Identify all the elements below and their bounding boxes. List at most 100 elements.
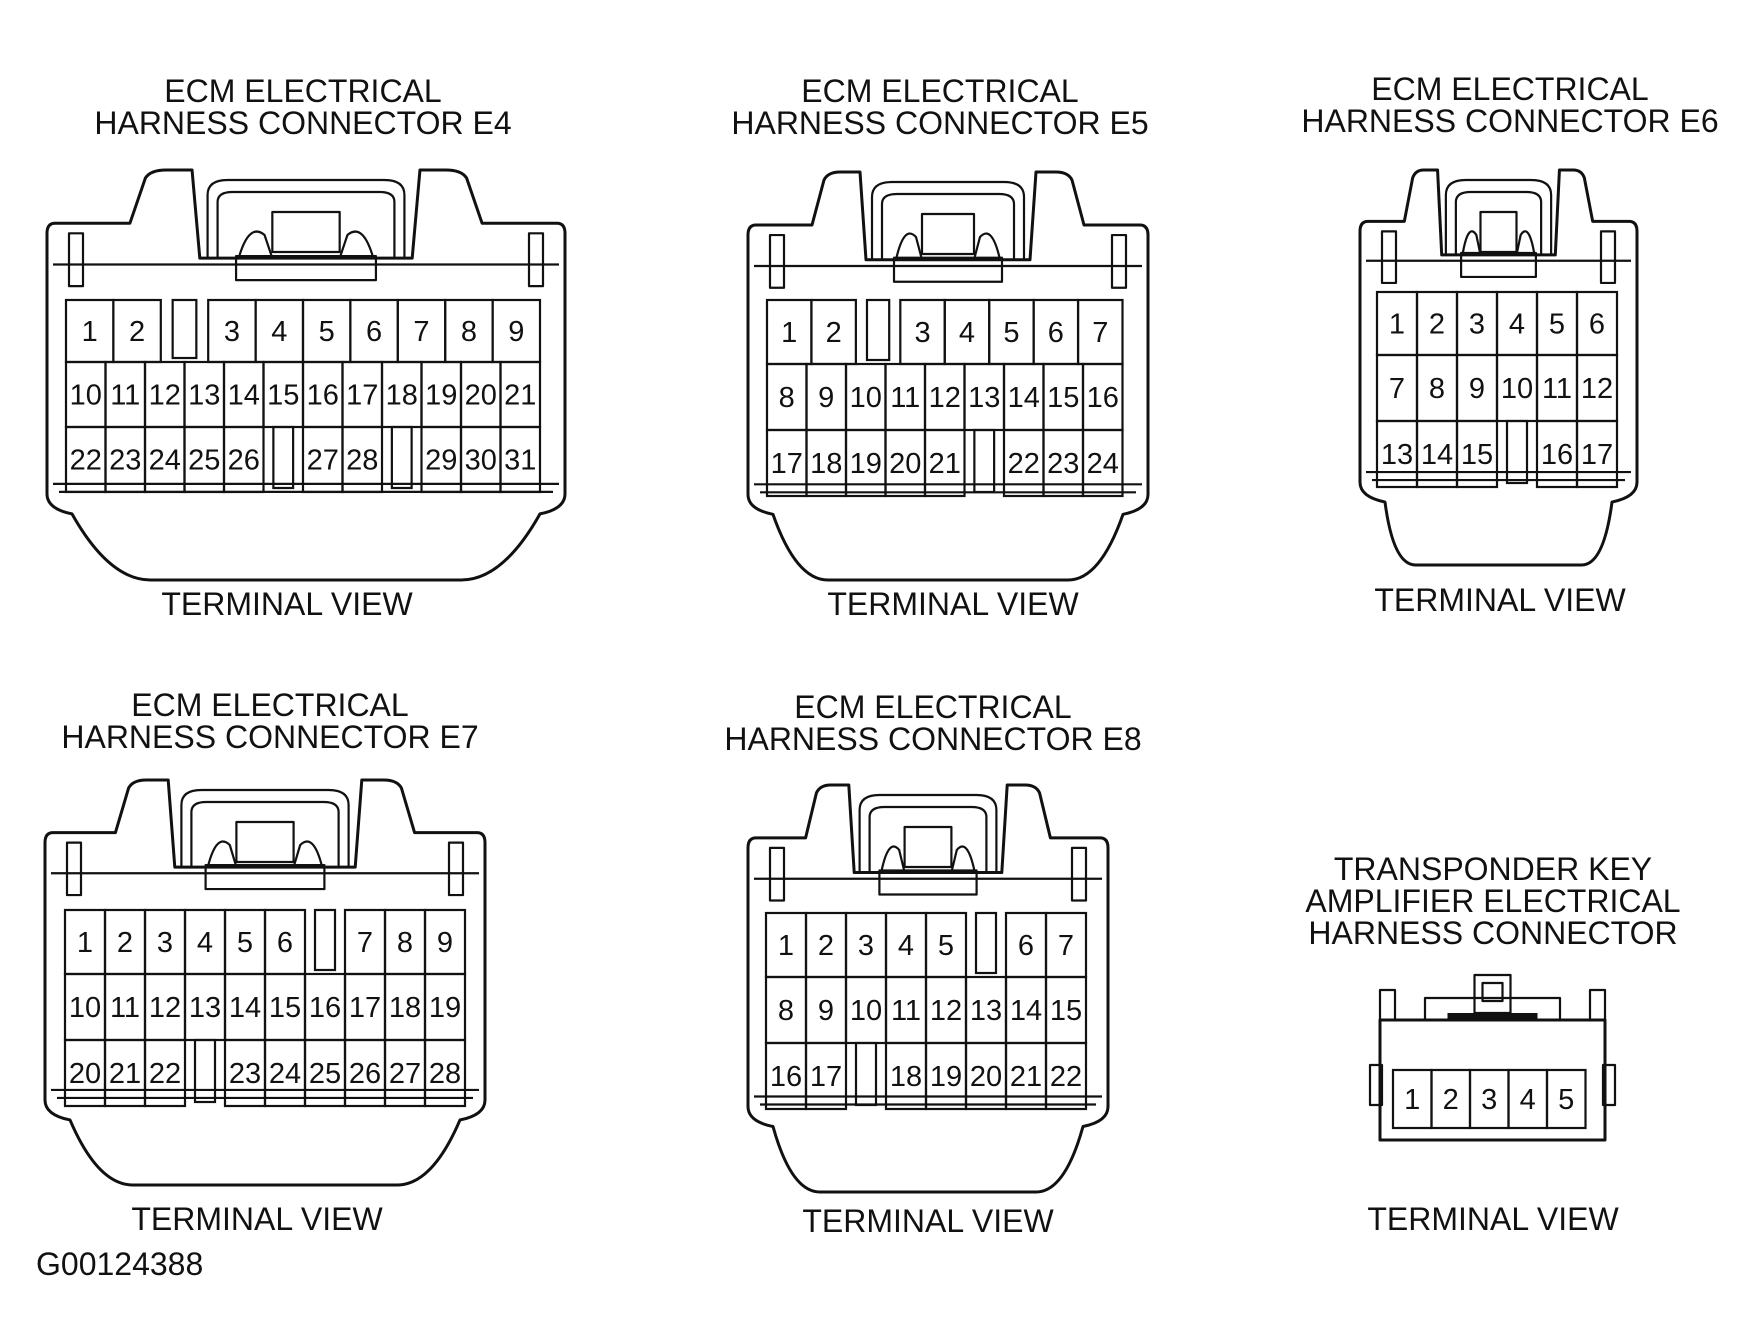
terminal-number: 19 bbox=[425, 380, 457, 412]
terminal-number: 7 bbox=[357, 927, 373, 959]
keyway-slot bbox=[973, 428, 996, 494]
terminal-number: 3 bbox=[858, 930, 874, 962]
key-bar bbox=[204, 863, 326, 891]
terminal-number: 5 bbox=[1558, 1084, 1574, 1116]
terminal-number: 3 bbox=[1469, 309, 1485, 341]
terminal-number: 4 bbox=[898, 930, 914, 962]
latch-housing bbox=[858, 793, 998, 873]
connector-body-outline bbox=[1358, 168, 1639, 567]
lock-tab bbox=[271, 210, 341, 254]
terminal-number: 15 bbox=[267, 380, 299, 412]
terminal-cell bbox=[1575, 419, 1619, 489]
connector-title-line: ECM ELECTRICAL bbox=[164, 73, 441, 109]
terminal-number: 15 bbox=[1461, 439, 1493, 471]
terminal-number: 14 bbox=[1421, 439, 1453, 471]
terminal-number: 22 bbox=[1050, 1061, 1082, 1093]
terminal-view-label: TERMINAL VIEW bbox=[131, 1201, 383, 1237]
terminal-number: 17 bbox=[810, 1061, 842, 1093]
terminal-number: 2 bbox=[1443, 1084, 1459, 1116]
terminal-number: 17 bbox=[346, 380, 378, 412]
keyway-slot bbox=[272, 425, 295, 490]
terminal-number: 11 bbox=[110, 380, 140, 412]
latch-housing bbox=[206, 178, 406, 259]
terminal-number: 12 bbox=[930, 995, 962, 1027]
terminal-number: 20 bbox=[69, 1058, 101, 1090]
terminal-number: 5 bbox=[1549, 309, 1565, 341]
terminal-number: 12 bbox=[929, 382, 961, 414]
terminal-number: 21 bbox=[1010, 1061, 1042, 1093]
terminal-number: 16 bbox=[1087, 382, 1119, 414]
terminal-number: 9 bbox=[818, 382, 834, 414]
connector-title-line: AMPLIFIER ELECTRICAL bbox=[1305, 883, 1680, 919]
connector-title-line: HARNESS CONNECTOR E4 bbox=[94, 105, 511, 141]
terminal-number: 10 bbox=[1501, 373, 1533, 405]
terminal-number: 26 bbox=[349, 1058, 381, 1090]
terminal-number: 14 bbox=[228, 380, 260, 412]
terminal-number: 1 bbox=[781, 317, 797, 349]
terminal-number: 20 bbox=[465, 380, 497, 412]
terminal-number: 19 bbox=[850, 448, 882, 480]
latch-inner bbox=[868, 805, 988, 873]
connector-title-line: HARNESS CONNECTOR E6 bbox=[1301, 103, 1718, 139]
terminal-number: 13 bbox=[968, 382, 1000, 414]
keyway-slot bbox=[1505, 419, 1529, 485]
terminal-number: 2 bbox=[818, 930, 834, 962]
terminal-number: 14 bbox=[1008, 382, 1040, 414]
terminal-number: 17 bbox=[771, 448, 803, 480]
lock-tab bbox=[920, 212, 976, 256]
keyway-slot bbox=[390, 425, 413, 490]
terminal-number: 29 bbox=[425, 445, 457, 477]
terminal-number: 15 bbox=[1047, 382, 1079, 414]
terminal-number: 12 bbox=[1581, 373, 1613, 405]
terminal-number: 23 bbox=[1047, 448, 1079, 480]
terminal-number: 4 bbox=[197, 927, 213, 959]
terminal-cell bbox=[423, 1038, 467, 1108]
latch-housing bbox=[180, 788, 350, 868]
terminal-number: 13 bbox=[188, 380, 220, 412]
terminal-number: 3 bbox=[157, 927, 173, 959]
terminal-number: 13 bbox=[1381, 439, 1413, 471]
terminal-number: 1 bbox=[82, 316, 98, 348]
key-bar bbox=[878, 869, 978, 896]
terminal-number: 28 bbox=[346, 445, 378, 477]
terminal-number: 24 bbox=[269, 1058, 301, 1090]
terminal-view-label: TERMINAL VIEW bbox=[161, 586, 413, 622]
terminal-number: 7 bbox=[1389, 373, 1405, 405]
terminal-number: 22 bbox=[149, 1058, 181, 1090]
terminal-number: 8 bbox=[778, 995, 794, 1027]
latch-inner bbox=[216, 190, 396, 259]
terminal-number: 11 bbox=[1542, 373, 1572, 405]
terminal-number: 24 bbox=[1087, 448, 1119, 480]
terminal-number: 16 bbox=[309, 992, 341, 1024]
terminal-number: 25 bbox=[309, 1058, 341, 1090]
terminal-number: 17 bbox=[1581, 439, 1613, 471]
latch-inner bbox=[190, 800, 340, 868]
terminal-number: 9 bbox=[1469, 373, 1485, 405]
connector-title-line: HARNESS CONNECTOR E8 bbox=[724, 721, 1141, 757]
terminal-number: 3 bbox=[1481, 1084, 1497, 1116]
lock-tab bbox=[1473, 973, 1512, 1015]
terminal-number: 4 bbox=[1509, 309, 1525, 341]
terminal-number: 2 bbox=[826, 317, 842, 349]
terminal-cell bbox=[143, 1038, 187, 1108]
terminal-number: 8 bbox=[1429, 373, 1445, 405]
figure-id: G00124388 bbox=[36, 1246, 204, 1282]
terminal-number: 4 bbox=[1520, 1084, 1536, 1116]
terminal-number: 19 bbox=[930, 1061, 962, 1093]
terminal-cell bbox=[1044, 1041, 1088, 1111]
terminal-number: 9 bbox=[508, 316, 524, 348]
terminal-number: 7 bbox=[1058, 930, 1074, 962]
terminal-number: 21 bbox=[929, 448, 961, 480]
terminal-number: 10 bbox=[69, 992, 101, 1024]
connector-title-line: ECM ELECTRICAL bbox=[801, 73, 1078, 109]
terminal-view-label: TERMINAL VIEW bbox=[802, 1203, 1054, 1239]
terminal-number: 20 bbox=[889, 448, 921, 480]
terminal-number: 27 bbox=[307, 445, 339, 477]
terminal-number: 12 bbox=[149, 380, 181, 412]
terminal-view-label: TERMINAL VIEW bbox=[827, 586, 1079, 622]
